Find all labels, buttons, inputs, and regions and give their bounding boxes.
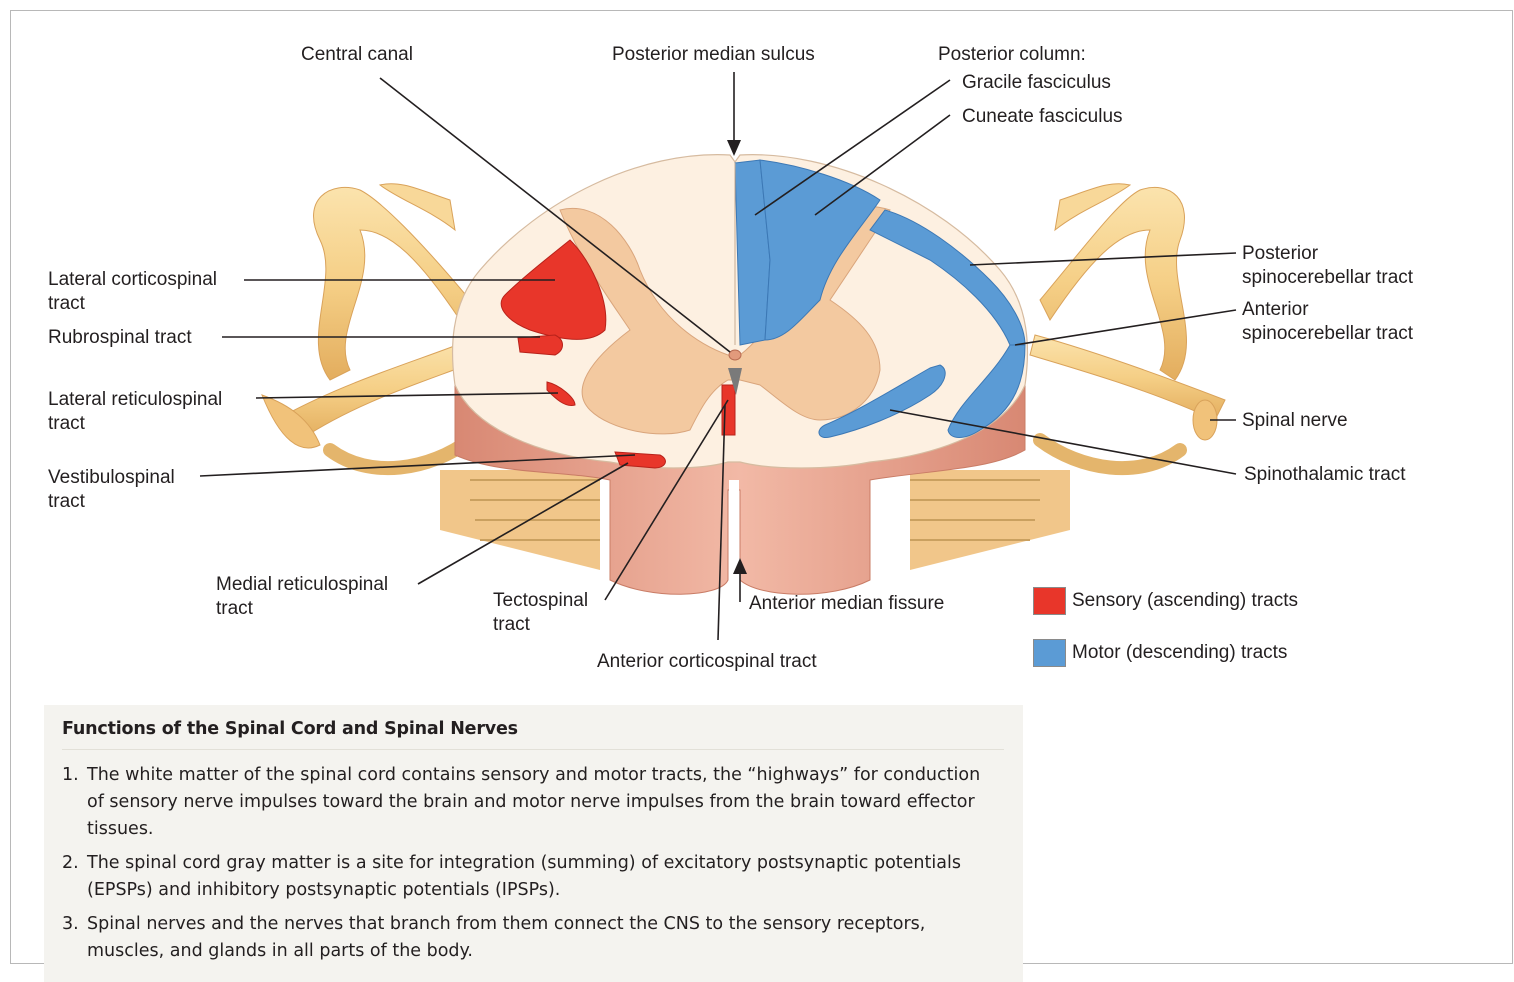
left-spinal-nerve: [262, 184, 480, 468]
motor-swatch: [1033, 639, 1066, 667]
label-lateral-reticulospinal-1: Lateral reticulospinal: [48, 389, 222, 410]
functions-item-text: The white matter of the spinal cord cont…: [87, 765, 980, 839]
label-cuneate-fasciculus: Cuneate fasciculus: [962, 106, 1123, 127]
label-anterior-corticospinal: Anterior corticospinal tract: [597, 651, 817, 672]
label-medial-reticulospinal-2: tract: [216, 598, 254, 619]
functions-item-number: 1.: [62, 762, 79, 789]
functions-item-text: Spinal nerves and the nerves that branch…: [87, 914, 925, 961]
functions-item-number: 2.: [62, 850, 79, 877]
functions-box: Functions of the Spinal Cord and Spinal …: [44, 705, 1023, 982]
functions-item-text: The spinal cord gray matter is a site fo…: [87, 853, 961, 900]
legend-item-sensory: Sensory (ascending) tracts: [1033, 587, 1298, 615]
functions-item: 1. The white matter of the spinal cord c…: [62, 762, 992, 843]
label-gracile-fasciculus: Gracile fasciculus: [962, 72, 1111, 93]
label-vestibulospinal-2: tract: [48, 491, 86, 512]
label-spinal-nerve: Spinal nerve: [1242, 410, 1348, 431]
label-tectospinal-1: Tectospinal: [493, 590, 588, 611]
rubrospinal-area: [518, 335, 563, 355]
arrowhead-down-icon: [727, 140, 741, 156]
posterior-spinocerebellar-leader: [970, 253, 1236, 265]
label-anterior-spinocerebellar-2: spinocerebellar tract: [1242, 323, 1414, 344]
label-spinothalamic: Spinothalamic tract: [1244, 464, 1406, 485]
functions-list: 1. The white matter of the spinal cord c…: [62, 762, 992, 972]
legend-label-motor: Motor (descending) tracts: [1072, 642, 1287, 664]
label-posterior-column: Posterior column:: [938, 44, 1086, 65]
label-tectospinal-2: tract: [493, 614, 531, 635]
functions-item: 2. The spinal cord gray matter is a site…: [62, 850, 992, 904]
label-medial-reticulospinal-1: Medial reticulospinal: [216, 574, 388, 595]
label-anterior-spinocerebellar-1: Anterior: [1242, 299, 1309, 320]
sensory-swatch: [1033, 587, 1066, 615]
label-rubrospinal: Rubrospinal tract: [48, 327, 192, 348]
label-lateral-corticospinal-2: tract: [48, 293, 86, 314]
label-lateral-corticospinal-1: Lateral corticospinal: [48, 269, 217, 290]
legend-label-sensory: Sensory (ascending) tracts: [1072, 590, 1298, 612]
label-posterior-spinocerebellar-2: spinocerebellar tract: [1242, 267, 1414, 288]
legend-item-motor: Motor (descending) tracts: [1033, 639, 1287, 667]
functions-item: 3. Spinal nerves and the nerves that bra…: [62, 911, 992, 965]
right-spinal-nerve: [1030, 184, 1225, 468]
label-posterior-median-sulcus: Posterior median sulcus: [612, 44, 815, 65]
label-lateral-reticulospinal-2: tract: [48, 413, 86, 434]
functions-title: Functions of the Spinal Cord and Spinal …: [62, 719, 1004, 750]
functions-item-number: 3.: [62, 911, 79, 938]
label-posterior-spinocerebellar-1: Posterior: [1242, 243, 1319, 264]
label-anterior-median-fissure: Anterior median fissure: [749, 593, 944, 614]
central-canal: [729, 350, 741, 360]
label-central-canal: Central canal: [301, 44, 413, 65]
label-vestibulospinal-1: Vestibulospinal: [48, 467, 175, 488]
